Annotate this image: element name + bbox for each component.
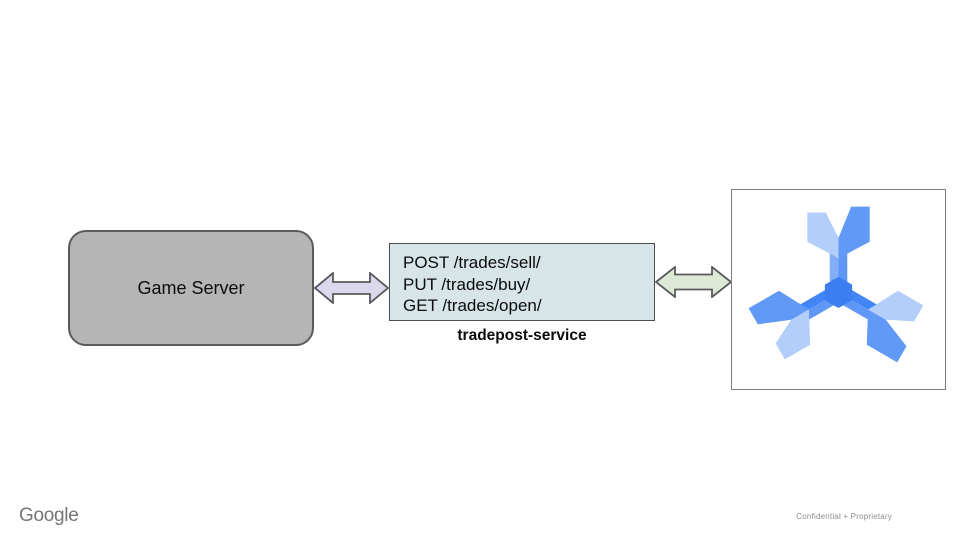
bidirectional-arrow-right-icon	[655, 266, 732, 298]
google-logo: Google	[19, 505, 79, 526]
service-endpoints-box: POST /trades/sell/ PUT /trades/buy/ GET …	[389, 243, 655, 321]
confidential-note: Confidential + Proprietary	[796, 512, 892, 521]
game-server-label: Game Server	[137, 277, 245, 298]
endpoint-line: PUT /trades/buy/	[403, 274, 531, 294]
endpoint-line: GET /trades/open/	[403, 296, 542, 315]
game-server-node: Game Server	[68, 230, 314, 346]
cloud-spanner-icon	[748, 206, 924, 363]
endpoint-line: POST /trades/sell/	[403, 253, 541, 272]
database-node	[731, 189, 946, 390]
bidirectional-arrow-left-icon	[314, 272, 389, 304]
service-name-label: tradepost-service	[457, 327, 587, 344]
